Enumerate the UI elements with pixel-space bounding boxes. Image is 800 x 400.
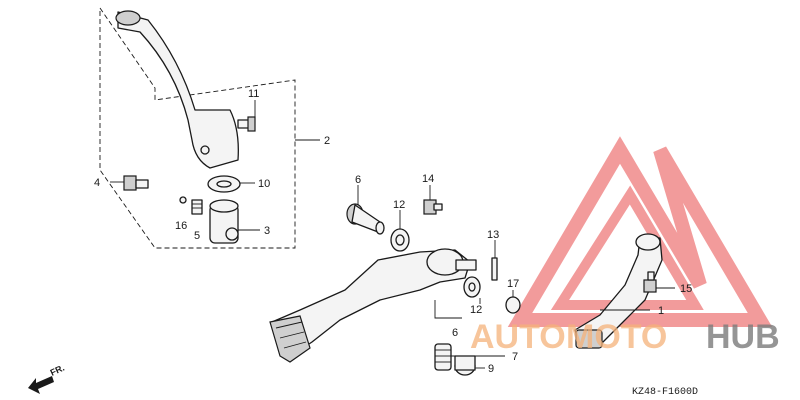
kick-starter-arm xyxy=(115,10,239,169)
pin-14 xyxy=(423,199,443,215)
callout-4: 4 xyxy=(94,177,100,189)
shift-lever-1 xyxy=(574,233,663,349)
callout-15: 15 xyxy=(680,283,692,295)
kick-pivot-3 xyxy=(209,199,239,244)
diagram-code: KZ48-F1600D xyxy=(632,387,698,398)
svg-text:MOTO: MOTO xyxy=(566,318,667,356)
callout-16a: 16 xyxy=(175,220,187,232)
callout-12a: 12 xyxy=(393,199,405,211)
spring-5 xyxy=(191,199,203,215)
svg-text:HUB: HUB xyxy=(706,318,780,356)
watermark-text: AUTO MOTO HUB xyxy=(470,318,780,356)
callout-17: 17 xyxy=(507,278,519,290)
leader-lines xyxy=(110,100,675,369)
callout-13: 13 xyxy=(487,229,499,241)
bolt-11 xyxy=(237,116,256,132)
callout-6b: 6 xyxy=(452,327,458,339)
front-arrow-icon: FR. xyxy=(28,363,66,394)
svg-text:AUTO: AUTO xyxy=(470,318,566,356)
kick-assembly-outline xyxy=(99,7,296,249)
callout-1: 1 xyxy=(658,305,664,317)
callout-6a: 6 xyxy=(355,174,361,186)
callout-9: 9 xyxy=(488,363,494,375)
pivot-bolt xyxy=(346,203,385,235)
washer-10 xyxy=(207,175,241,193)
callout-2: 2 xyxy=(324,135,330,147)
callout-7: 7 xyxy=(512,351,518,363)
callout-14: 14 xyxy=(422,173,434,185)
bolt-4 xyxy=(123,175,149,191)
brake-pedal xyxy=(269,248,477,363)
cotter-13 xyxy=(491,257,498,281)
collar-9 xyxy=(454,355,476,376)
callout-11: 11 xyxy=(248,88,259,100)
bolt-15 xyxy=(643,271,657,293)
callout-12b: 12 xyxy=(470,304,482,316)
ball-16 xyxy=(179,196,187,204)
callout-3: 3 xyxy=(264,225,270,237)
svg-text:FR.: FR. xyxy=(49,363,66,378)
callout-10: 10 xyxy=(258,178,270,190)
spring-7 xyxy=(434,343,452,371)
washer-17 xyxy=(505,296,521,314)
callout-5: 5 xyxy=(194,230,200,242)
